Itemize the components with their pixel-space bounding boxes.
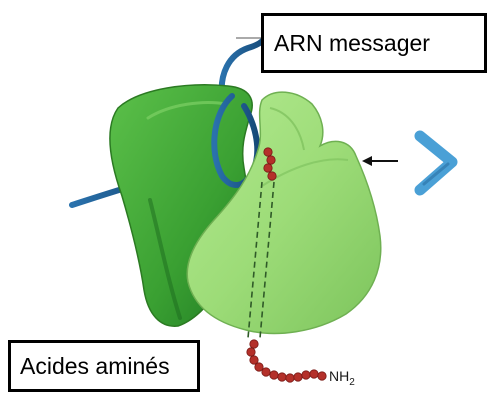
- amino-acid-bead: [264, 148, 272, 156]
- amino-acid-bead: [286, 374, 294, 382]
- amino-acid-bead: [294, 373, 302, 381]
- amino-acid-bead: [268, 172, 276, 180]
- amino-acid-bead: [267, 156, 275, 164]
- arrow-left-icon: [362, 156, 398, 166]
- amino-acid-bead: [247, 348, 255, 356]
- nh2-terminus-label: NH2: [329, 368, 355, 388]
- amino-acid-bead: [278, 373, 286, 381]
- amino-acid-bead: [318, 372, 326, 380]
- nh2-label-subscript: 2: [349, 377, 355, 388]
- mrna-label: ARN messager: [261, 13, 487, 73]
- amino-acids-label: Acides aminés: [8, 340, 200, 392]
- amino-acid-bead: [302, 371, 310, 379]
- amino-acid-bead: [250, 340, 258, 348]
- amino-acid-bead: [262, 368, 270, 376]
- amino-acid-chain-bottom: [247, 340, 326, 382]
- amino-acid-bead: [270, 371, 278, 379]
- mrna-label-text: ARN messager: [274, 30, 430, 57]
- amino-acid-bead: [310, 370, 318, 378]
- amino-acids-label-text: Acides aminés: [20, 353, 170, 380]
- amino-acid-bead: [264, 164, 272, 172]
- nh2-label-text: NH: [329, 368, 349, 384]
